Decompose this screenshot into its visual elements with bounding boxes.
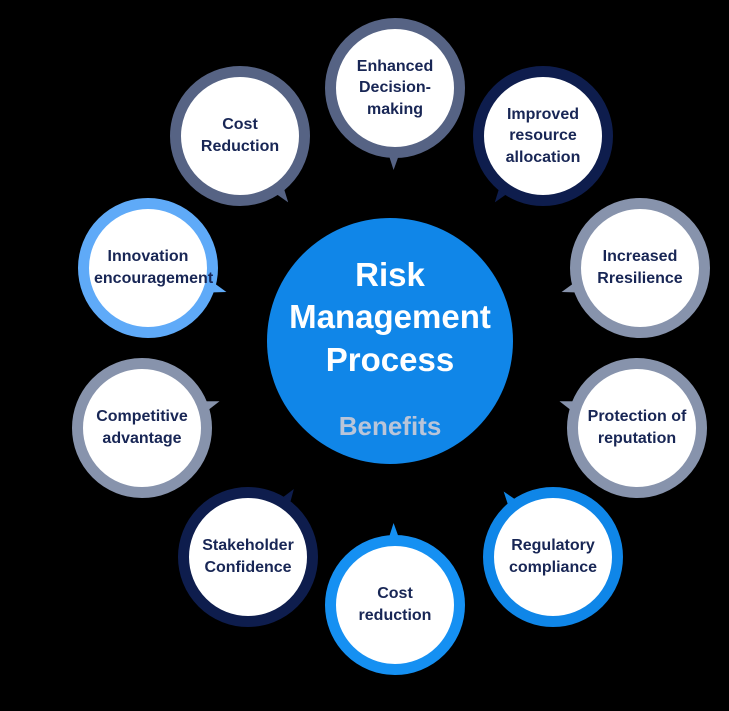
benefit-bubble-cost-reduction-top-left: Cost Reduction bbox=[170, 66, 310, 206]
bubble-circle: Cost reduction bbox=[325, 535, 465, 675]
benefit-bubble-enhanced-decision-making: Enhanced Decision-making bbox=[325, 18, 465, 158]
bubble-circle: Stakeholder Confidence bbox=[178, 487, 318, 627]
bubble-label: Cost Reduction bbox=[200, 116, 280, 155]
diagram-subtitle: Benefits bbox=[338, 410, 442, 441]
bubble-circle: Improved resource allocation bbox=[473, 66, 613, 206]
bubble-label: Protection of reputation bbox=[587, 408, 687, 447]
bubble-label: Enhanced Decision-making bbox=[356, 57, 434, 118]
bubble-label: Regulatory compliance bbox=[508, 537, 598, 576]
benefit-bubble-protection-of-reputation: Protection of reputation bbox=[567, 358, 707, 498]
benefit-bubble-cost-reduction-bottom: Cost reduction bbox=[325, 535, 465, 675]
bubble-label: Stakeholder Confidence bbox=[202, 537, 294, 576]
bubble-label: Innovation encouragement bbox=[94, 248, 214, 287]
bubble-circle: Enhanced Decision-making bbox=[325, 18, 465, 158]
diagram-title: Risk Management Process bbox=[289, 256, 491, 378]
center-hub-circle: Risk Management Process Benefits bbox=[267, 218, 513, 464]
bubble-label: Increased Rresilience bbox=[597, 248, 683, 287]
benefit-bubble-innovation-encouragement: Innovation encouragement bbox=[78, 198, 218, 338]
benefit-bubble-regulatory-compliance: Regulatory compliance bbox=[483, 487, 623, 627]
bubble-label: Improved resource allocation bbox=[505, 105, 581, 166]
bubble-circle: Cost Reduction bbox=[170, 66, 310, 206]
benefit-bubble-stakeholder-confidence: Stakeholder Confidence bbox=[178, 487, 318, 627]
bubble-circle: Competitive advantage bbox=[72, 358, 212, 498]
benefit-bubble-improved-resource-allocation: Improved resource allocation bbox=[473, 66, 613, 206]
bubble-circle: Increased Rresilience bbox=[570, 198, 710, 338]
bubble-circle: Innovation encouragement bbox=[78, 198, 218, 338]
benefit-bubble-increased-rresilience: Increased Rresilience bbox=[570, 198, 710, 338]
benefit-bubble-competitive-advantage: Competitive advantage bbox=[72, 358, 212, 498]
bubble-circle: Protection of reputation bbox=[567, 358, 707, 498]
bubble-circle: Regulatory compliance bbox=[483, 487, 623, 627]
bubble-label: Competitive advantage bbox=[96, 408, 188, 447]
bubble-label: Cost reduction bbox=[358, 585, 432, 624]
